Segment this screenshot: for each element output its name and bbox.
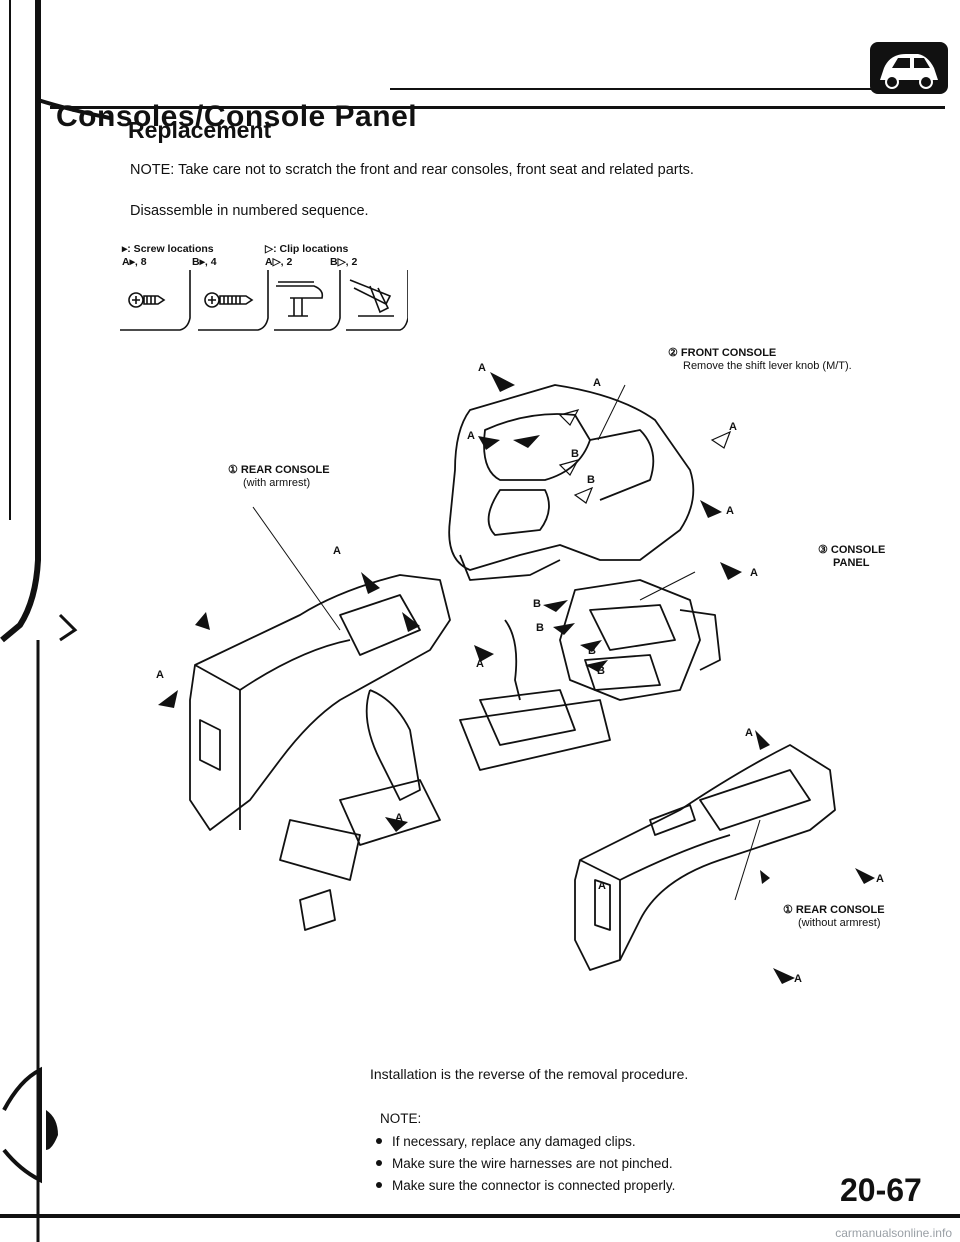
tag-a: A	[745, 727, 753, 739]
clip-legend-b: B▷, 2	[330, 256, 358, 268]
tag-a: A	[476, 658, 484, 670]
screw-legend-a: A▸, 8	[122, 256, 147, 268]
car-section-icon	[870, 42, 948, 94]
tag-a: A	[729, 421, 737, 433]
console-panel-label-2: PANEL	[833, 557, 870, 569]
clip-legend-heading: ▷: Clip locations	[265, 243, 349, 255]
tag-a: A	[156, 669, 164, 681]
rear-console-no-armrest-sub: (without armrest)	[798, 917, 881, 929]
list-item: Make sure the connector is connected pro…	[376, 1174, 675, 1196]
tag-b: B	[571, 448, 579, 460]
tag-a: A	[598, 880, 606, 892]
screw-legend-heading: ▸: Screw locations	[122, 243, 214, 255]
caution-note: NOTE: Take care not to scratch the front…	[130, 162, 694, 178]
rear-console-armrest-label: ① REAR CONSOLE	[228, 464, 330, 476]
rear-console-no-armrest-drawing	[574, 744, 836, 971]
bullet-icon	[376, 1182, 382, 1188]
tag-b: B	[536, 622, 544, 634]
rear-console-armrest-drawing	[189, 574, 451, 831]
console-panel-drawing	[559, 579, 701, 701]
tag-b: B	[588, 645, 596, 657]
section-title: Replacement	[128, 117, 272, 143]
list-item: If necessary, replace any damaged clips.	[376, 1130, 675, 1152]
tag-b: B	[597, 665, 605, 677]
watermark-text: carmanualsonline.info	[835, 1226, 952, 1240]
installation-note-label: NOTE:	[380, 1111, 422, 1126]
tag-a: A	[333, 545, 341, 557]
tag-a: A	[876, 873, 884, 885]
screw-legend-b: B▸, 4	[192, 256, 217, 268]
tag-b: B	[533, 598, 541, 610]
front-console-label: ② FRONT CONSOLE	[668, 347, 777, 359]
console-panel-label: ③ CONSOLE	[818, 544, 886, 556]
fastener-legend-icons	[120, 270, 408, 331]
sequence-instruction: Disassemble in numbered sequence.	[130, 203, 369, 219]
front-console-drawing	[448, 384, 695, 571]
tag-a: A	[750, 567, 758, 579]
tag-a: A	[395, 812, 403, 824]
bullet-icon	[376, 1138, 382, 1144]
tag-a: A	[593, 377, 601, 389]
tag-a: A	[467, 430, 475, 442]
clip-legend-a: A▷, 2	[265, 256, 293, 268]
console-exploded-view	[158, 372, 875, 984]
list-item: Make sure the wire harnesses are not pin…	[376, 1152, 675, 1174]
rear-console-no-armrest-label: ① REAR CONSOLE	[783, 904, 885, 916]
front-console-instruction: Remove the shift lever knob (M/T).	[683, 360, 852, 372]
tag-b: B	[587, 474, 595, 486]
tag-a: A	[478, 362, 486, 374]
rear-console-armrest-sub: (with armrest)	[243, 477, 311, 489]
page-number: 20-67	[840, 1172, 922, 1208]
installation-note-list: If necessary, replace any damaged clips.…	[376, 1130, 675, 1196]
page-title: Consoles/Console Panel	[56, 100, 418, 133]
installation-instruction: Installation is the reverse of the remov…	[370, 1066, 689, 1082]
bullet-icon	[376, 1160, 382, 1166]
tag-a: A	[726, 505, 734, 517]
tag-a: A	[794, 973, 802, 985]
